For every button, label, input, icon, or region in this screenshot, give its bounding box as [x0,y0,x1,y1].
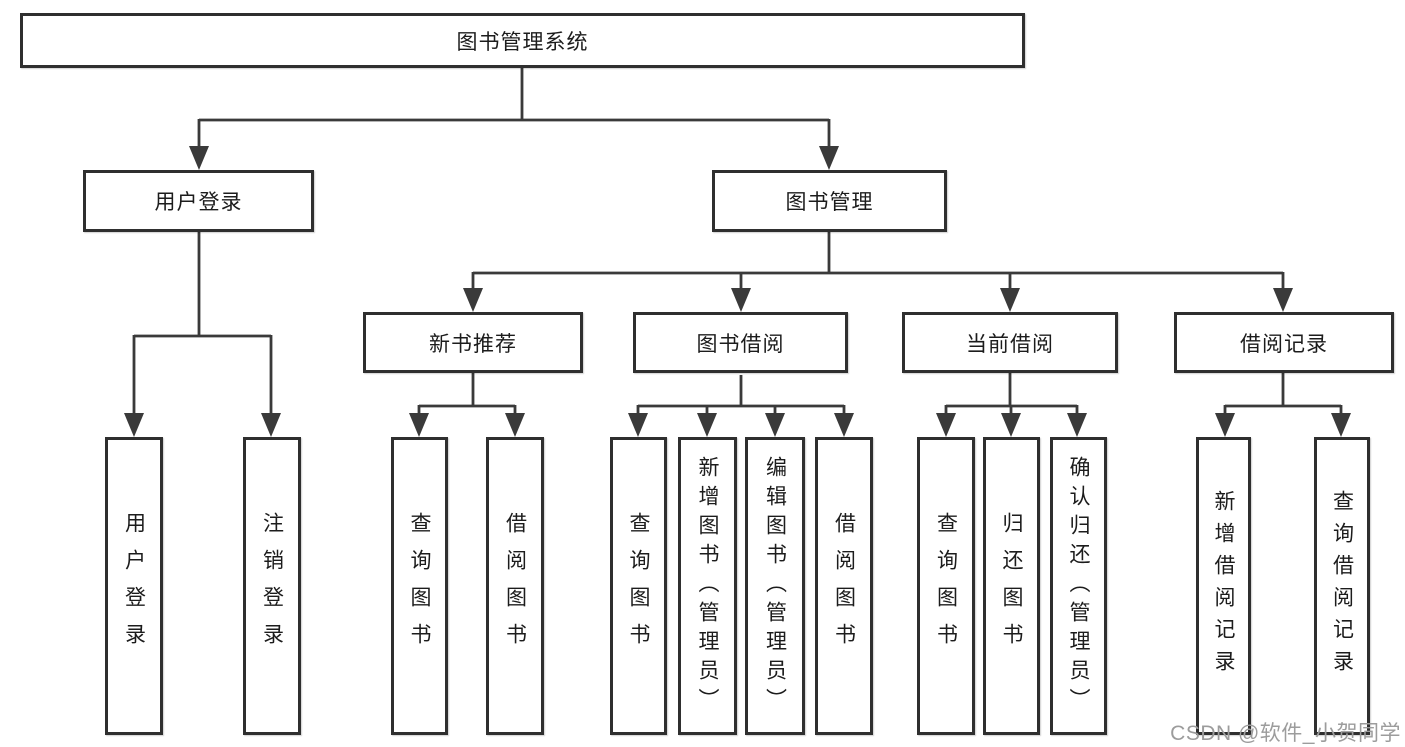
node-new-book-recommendation: 新书推荐 [363,312,583,373]
node-label: 新书推荐 [429,332,517,356]
node-label: 当前借阅 [966,332,1054,356]
node-label: 图书管理 [785,191,874,214]
arrowhead [1067,413,1087,437]
leaf-logout: 注销登录 [243,437,301,735]
arrowhead [261,413,281,437]
arrowhead [124,413,144,437]
arrowhead [834,413,854,437]
arrowhead [505,413,525,437]
arrowhead [819,146,839,170]
arrowhead [628,413,648,437]
arrowhead [1000,288,1020,312]
arrowhead [765,413,785,437]
node-user-login: 用户登录 [83,170,314,232]
node-label: 用户登录 [154,191,243,214]
node-book-management: 图书管理 [712,170,947,232]
arrowhead [1215,413,1235,437]
leaf-query-books-current: 查询图书 [917,437,975,735]
leaf-user-login: 用户登录 [105,437,163,735]
leaf-label: 注销登录 [260,512,284,660]
leaf-label: 查询图书 [408,512,431,660]
node-book-borrowing: 图书借阅 [633,312,848,373]
leaf-label: 新增借阅记录 [1212,490,1235,682]
leaf-confirm-return-admin: 确认归还（管理员） [1050,437,1107,735]
leaf-label: 归还图书 [1000,512,1023,660]
leaf-query-borrow-record: 查询借阅记录 [1314,437,1370,735]
leaf-label: 编辑图书（管理员） [763,455,787,717]
node-library-management-system: 图书管理系统 [20,13,1025,68]
leaf-borrow-books: 借阅图书 [815,437,873,735]
arrowhead [731,288,751,312]
leaf-label: 用户登录 [122,512,146,660]
leaf-add-borrow-record: 新增借阅记录 [1196,437,1251,735]
leaf-label: 确认归还（管理员） [1067,455,1090,717]
leaf-label: 查询图书 [627,512,650,660]
leaf-borrow-books-recommend: 借阅图书 [486,437,544,735]
arrowhead [936,413,956,437]
arrowhead [463,288,483,312]
node-label: 图书管理系统 [456,30,589,54]
node-borrowing-records: 借阅记录 [1174,312,1394,373]
leaf-label: 查询图书 [934,512,958,660]
arrowhead [1001,413,1021,437]
leaf-return-books: 归还图书 [983,437,1040,735]
node-label: 借阅记录 [1240,332,1328,356]
csdn-watermark: CSDN @软件_小贺同学 [1170,722,1401,745]
arrowhead [1273,288,1293,312]
arrowhead [189,146,209,170]
node-current-borrowing: 当前借阅 [902,312,1118,373]
leaf-query-books-borrow: 查询图书 [610,437,667,735]
leaf-label: 查询借阅记录 [1330,490,1354,682]
leaf-label: 新增图书（管理员） [696,455,719,717]
arrowhead [697,413,717,437]
node-label: 图书借阅 [696,332,785,356]
leaf-label: 借阅图书 [503,512,527,660]
leaf-query-books-recommend: 查询图书 [391,437,448,735]
arrowhead [409,413,429,437]
arrowhead [1331,413,1351,437]
leaf-label: 借阅图书 [832,512,856,660]
leaf-edit-book-admin: 编辑图书（管理员） [745,437,805,735]
leaf-add-book-admin: 新增图书（管理员） [678,437,737,735]
